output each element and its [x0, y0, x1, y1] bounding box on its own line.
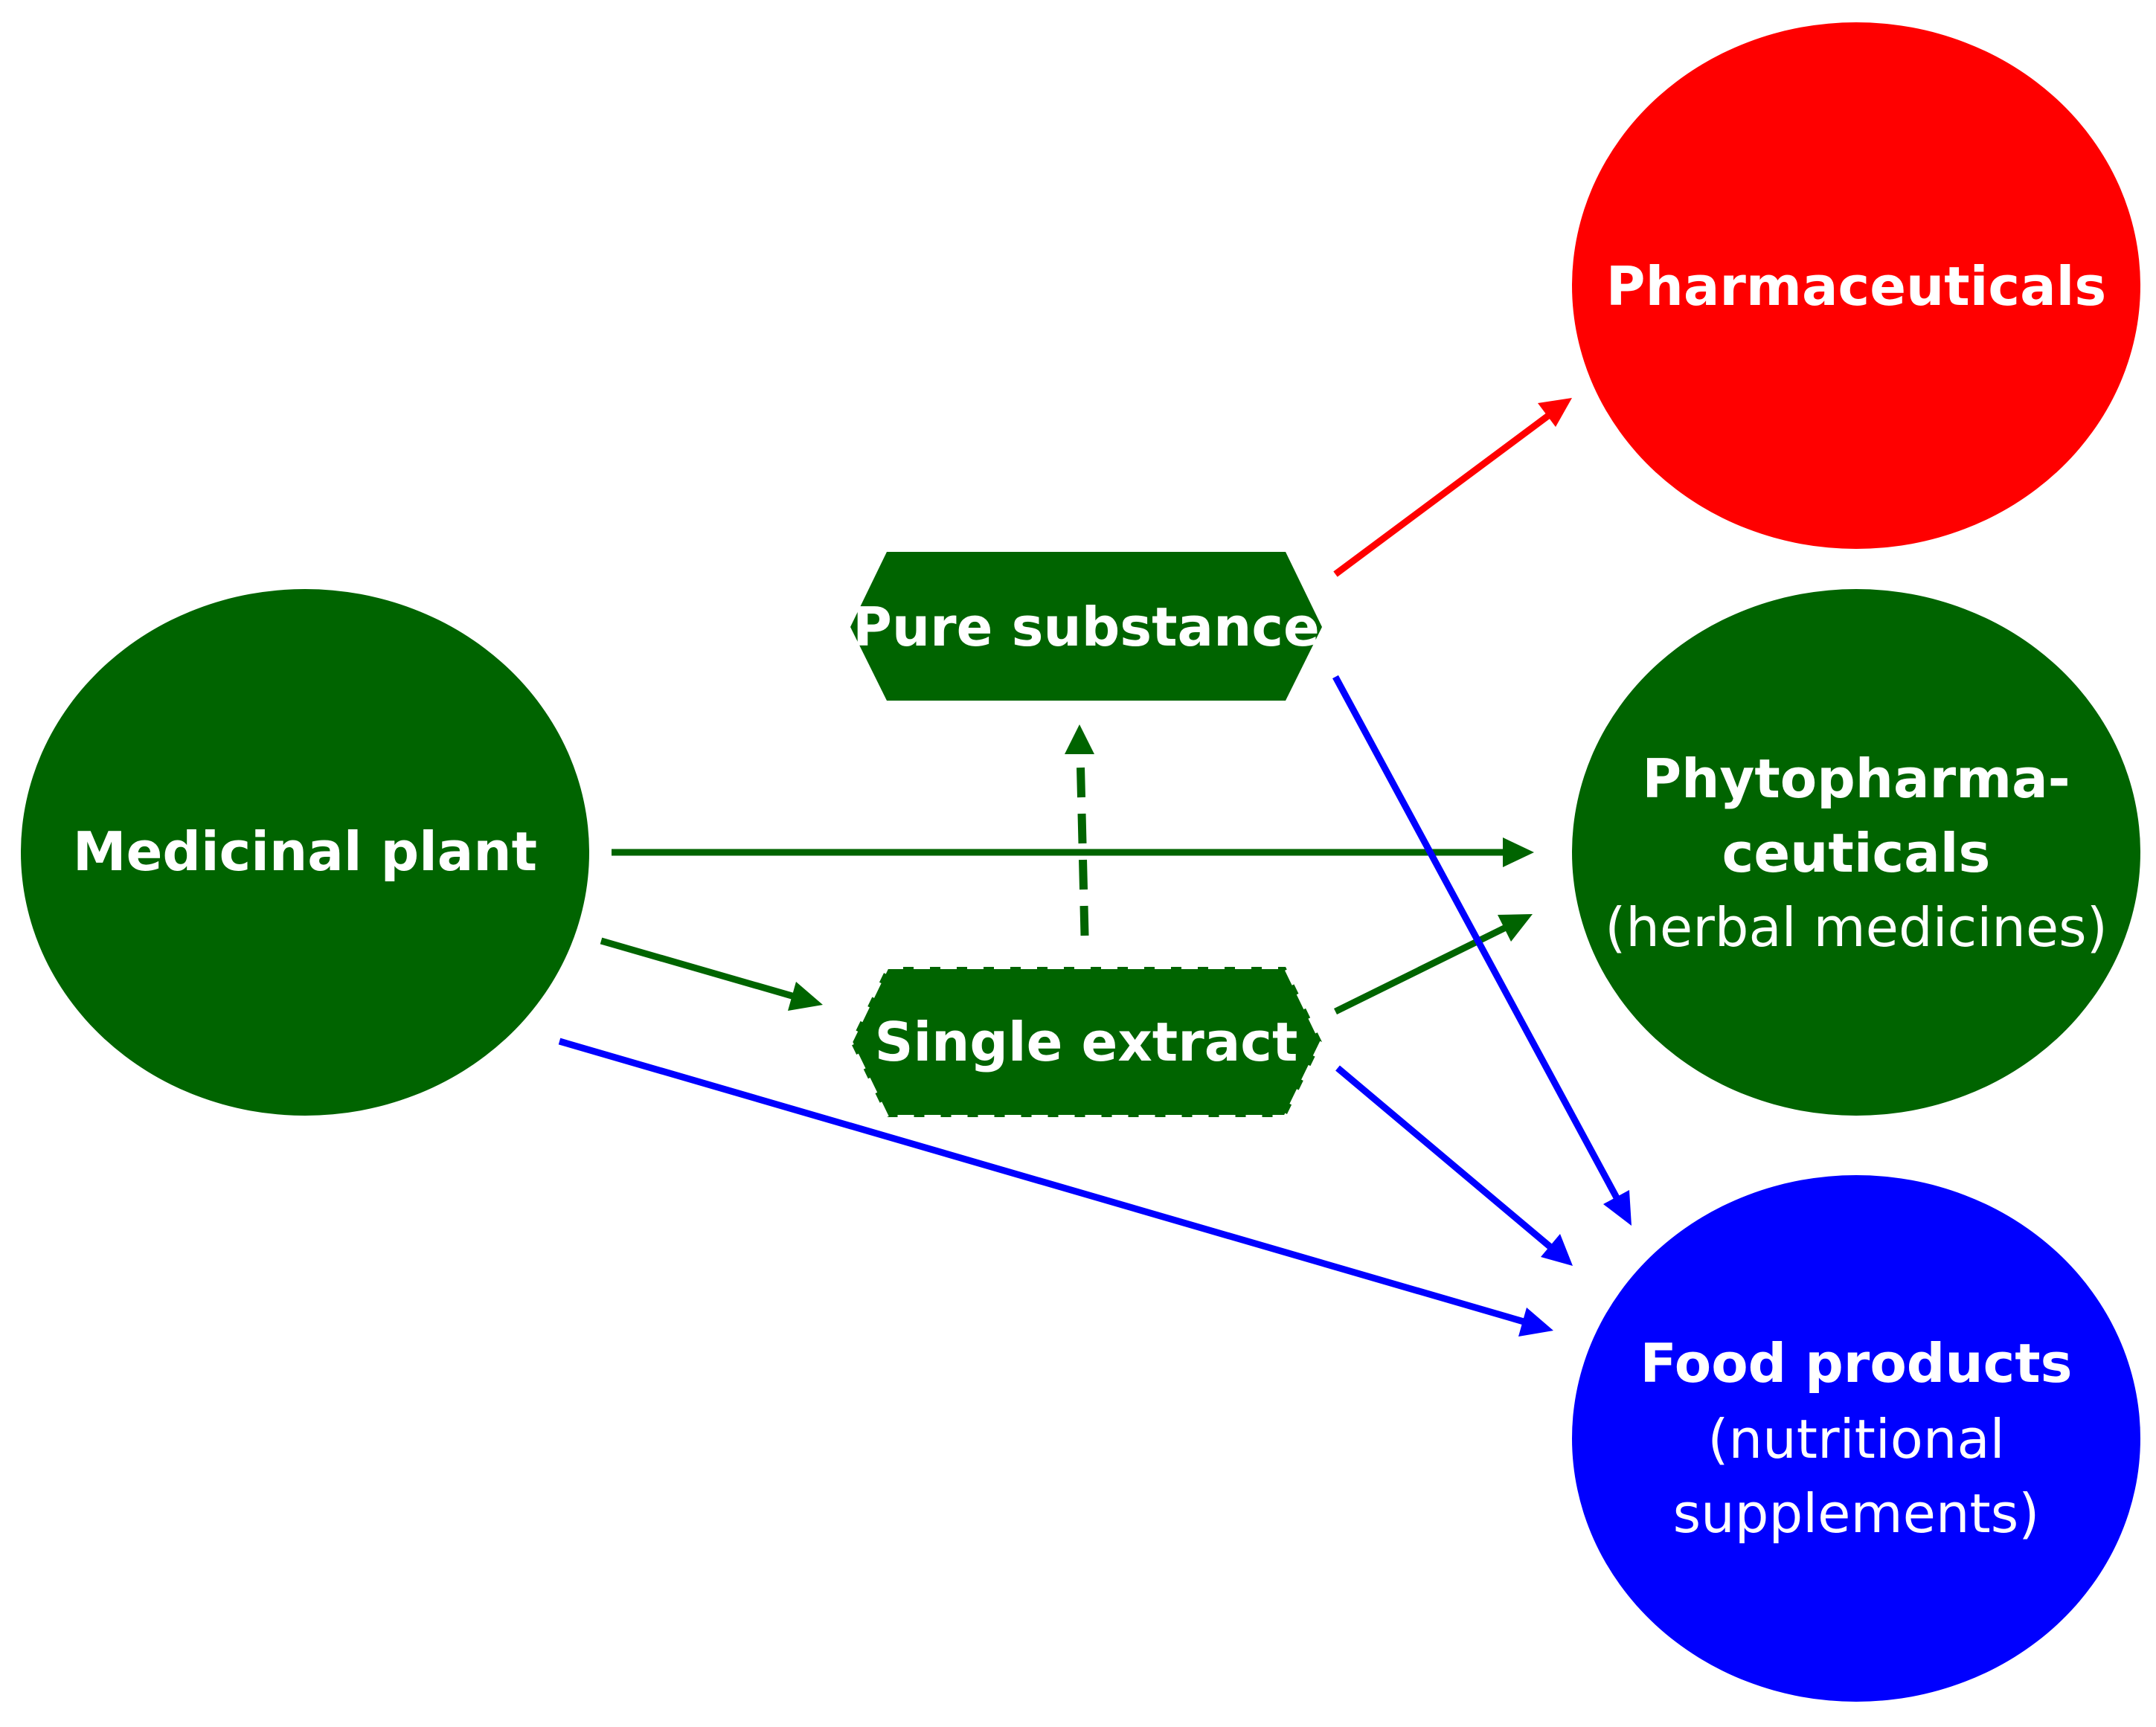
edge-plant-to-single-extract — [600, 937, 823, 1011]
arrowhead — [1503, 837, 1534, 867]
arrowhead — [1603, 1190, 1632, 1226]
food-products-subtitle-line1: (nutritional — [1707, 1408, 2004, 1470]
node-medicinal-plant: Medicinal plant — [21, 589, 589, 1116]
edges — [558, 398, 1632, 1337]
arrowhead — [1498, 914, 1533, 942]
arrowhead — [788, 982, 823, 1011]
arrowhead — [1541, 1234, 1573, 1266]
phytopharmaceuticals-title-line1: Phytopharma- — [1642, 747, 2070, 810]
phytopharmaceuticals-ellipse — [1572, 589, 2140, 1116]
phytopharmaceuticals-title-line2: ceuticals — [1722, 822, 1991, 884]
edge-single-extract-to-pure-substance — [1065, 724, 1094, 936]
single-extract-hexagon — [847, 965, 1325, 1119]
arrowhead — [1518, 1308, 1553, 1337]
edge-pure-substance-to-pharmaceuticals — [1333, 398, 1572, 577]
node-pure-substance: Pure substance — [850, 552, 1322, 701]
arrowhead — [1065, 724, 1094, 754]
arrowhead — [1538, 398, 1572, 427]
node-single-extract: Single extract — [847, 965, 1325, 1119]
food-products-title: Food products — [1640, 1332, 2072, 1395]
edge-single-extract-to-food-products — [1335, 1065, 1573, 1266]
pure-substance-label: Pure substance — [853, 596, 1320, 658]
phytopharmaceuticals-subtitle: (herbal medicines) — [1605, 896, 2108, 959]
edge-pure-substance-to-food-products — [1332, 675, 1632, 1226]
medicinal-plant-ellipse — [21, 589, 589, 1116]
node-phytopharmaceuticals: Phytopharma- ceuticals (herbal medicines… — [1572, 589, 2140, 1116]
node-pharmaceuticals: Pharmaceuticals — [1572, 22, 2140, 549]
food-products-subtitle-line2: supplements) — [1673, 1482, 2040, 1545]
pharmaceuticals-ellipse — [1572, 22, 2140, 549]
single-extract-label: Single extract — [875, 1011, 1298, 1073]
pharmaceuticals-label: Pharmaceuticals — [1606, 255, 2106, 318]
node-food-products: Food products (nutritional supplements) — [1572, 1175, 2140, 1702]
food-products-ellipse — [1572, 1175, 2140, 1702]
edge-plant-to-food-products — [558, 1038, 1553, 1337]
pure-substance-hexagon — [850, 552, 1322, 701]
edge-single-extract-to-phytopharmaceuticals — [1334, 914, 1533, 1015]
medicinal-plant-label: Medicinal plant — [73, 820, 537, 883]
edge-plant-to-phytopharmaceuticals — [612, 837, 1534, 867]
